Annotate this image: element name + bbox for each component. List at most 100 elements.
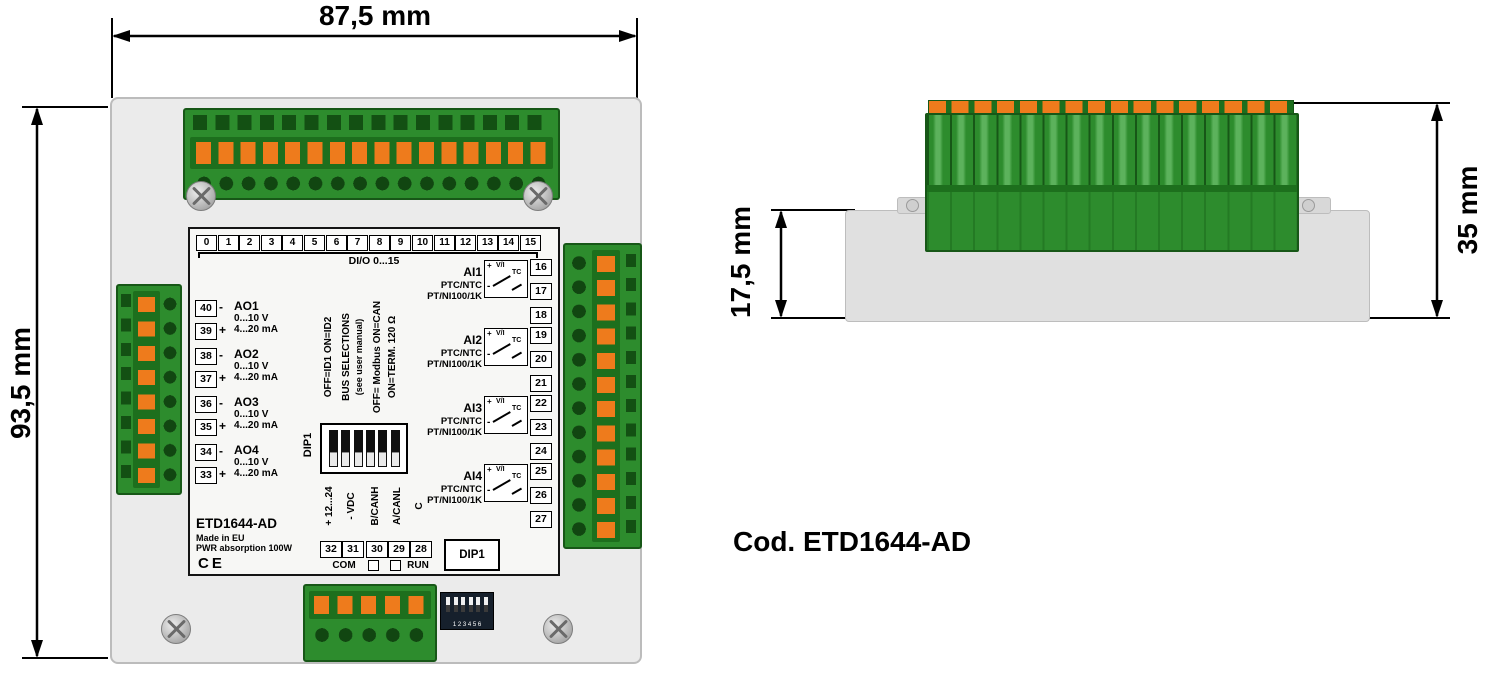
symbol-minus: - bbox=[487, 417, 491, 428]
symbol-plus: + bbox=[487, 329, 492, 338]
ao-range-amp: 4...20 mA bbox=[234, 468, 278, 479]
screw-top-right bbox=[523, 181, 553, 211]
dio-box: 13 bbox=[477, 235, 498, 251]
power-plus-label: + 12...24 bbox=[324, 486, 335, 526]
screw-holes bbox=[570, 251, 588, 541]
dip-switch-lever bbox=[354, 430, 363, 467]
ai-sensor-types: PT/NI100/1K bbox=[427, 291, 482, 302]
dip1-switch-block bbox=[320, 423, 408, 474]
terminal-box-27: 27 bbox=[530, 511, 552, 528]
ao-range-amp: 4...20 mA bbox=[234, 372, 278, 383]
dio-box: 15 bbox=[520, 235, 541, 251]
dio-box: 1 bbox=[218, 235, 239, 251]
dio-box: 5 bbox=[304, 235, 325, 251]
dip-switch-lever bbox=[446, 597, 450, 612]
terminal-box-16: 16 bbox=[530, 259, 552, 276]
dim-depth-total-arrow bbox=[1293, 102, 1450, 319]
dip1-rotated-label: DIP1 bbox=[302, 432, 314, 458]
dim-width-label: 87,5 mm bbox=[318, 0, 432, 31]
side-terminal-block bbox=[925, 113, 1299, 252]
ao-name: AO4 bbox=[234, 443, 259, 457]
sensor-symbol: + V/I TC - bbox=[484, 328, 528, 366]
rtd-slash-icon bbox=[492, 479, 511, 491]
contact-rail bbox=[592, 250, 620, 542]
dip-switch-lever bbox=[366, 430, 375, 467]
ao-range-amp: 4...20 mA bbox=[234, 420, 278, 431]
terminal-box-40: 40 bbox=[195, 300, 217, 317]
dim-width-arrow bbox=[111, 18, 638, 98]
terminal-box-31: 31 bbox=[342, 541, 364, 558]
terminal-box-25: 25 bbox=[530, 463, 552, 480]
canl-label: A/CANL bbox=[392, 487, 403, 525]
terminal-box-30: 30 bbox=[366, 541, 388, 558]
side-screw bbox=[906, 199, 919, 212]
terminal-box-21: 21 bbox=[530, 375, 552, 392]
symbol-vi: V/I bbox=[496, 262, 505, 269]
polarity-sign: + bbox=[219, 419, 227, 433]
dio-box: 9 bbox=[390, 235, 411, 251]
terminal-box-24: 24 bbox=[530, 443, 552, 460]
symbol-vi: V/I bbox=[496, 398, 505, 405]
dio-box: 12 bbox=[455, 235, 476, 251]
terminal-box-18: 18 bbox=[530, 307, 552, 324]
dip-switch-numbers: 1 2 3 4 5 6 bbox=[452, 622, 482, 628]
com-label: COM bbox=[332, 560, 356, 571]
symbol-tc: TC bbox=[512, 405, 522, 412]
orange-contacts bbox=[314, 596, 429, 614]
ai-sensor-types: PT/NI100/1K bbox=[427, 359, 482, 370]
dip-setting-id: OFF=ID1 ON=ID2 bbox=[323, 316, 334, 398]
dip-switch-lever bbox=[341, 430, 350, 467]
ai-sensor-types: PTC/NTC bbox=[440, 348, 482, 359]
symbol-plus: + bbox=[487, 261, 492, 270]
ai-name: AI4 bbox=[463, 469, 482, 483]
terminal-box-19: 19 bbox=[530, 327, 552, 344]
rtd-slash-icon bbox=[511, 419, 523, 427]
ao-range-volt: 0...10 V bbox=[234, 361, 269, 372]
symbol-minus: - bbox=[487, 281, 491, 292]
terminal-box-26: 26 bbox=[530, 487, 552, 504]
screw-holes bbox=[311, 624, 429, 646]
terminal-box-28: 28 bbox=[410, 541, 432, 558]
dip-setting-bus-2: (see user manual) bbox=[354, 318, 364, 396]
dip-switch-lever bbox=[469, 597, 473, 612]
dip1-reference-box: DIP1 bbox=[444, 539, 500, 571]
ai-sensor-types: PTC/NTC bbox=[440, 280, 482, 291]
terminal-box-38: 38 bbox=[195, 348, 217, 365]
polarity-sign: + bbox=[219, 467, 227, 481]
terminal-fins bbox=[927, 115, 1297, 185]
screw-bottom-left bbox=[161, 614, 191, 644]
run-label: RUN bbox=[407, 560, 429, 571]
terminal-box-33: 33 bbox=[195, 467, 217, 484]
dip-switch-lever bbox=[476, 597, 480, 612]
side-screw bbox=[1302, 199, 1315, 212]
canh-label: B/CANH bbox=[370, 486, 381, 526]
ai-sensor-types: PTC/NTC bbox=[440, 416, 482, 427]
orange-contacts bbox=[138, 297, 155, 486]
sensor-symbol: + V/I TC - bbox=[484, 464, 528, 502]
bottom-terminal-block bbox=[303, 584, 437, 662]
rtd-slash-icon bbox=[492, 275, 511, 287]
dim-depth-body-label: 17,5 mm bbox=[725, 205, 756, 319]
dio-box: 0 bbox=[196, 235, 217, 251]
com-led bbox=[368, 560, 379, 571]
terminal-slots bbox=[193, 115, 550, 130]
dip-switch-lever bbox=[329, 430, 338, 467]
dio-box: 2 bbox=[239, 235, 260, 251]
sensor-symbol: + V/I TC - bbox=[484, 260, 528, 298]
ao-name: AO2 bbox=[234, 347, 259, 361]
polarity-sign: + bbox=[219, 323, 227, 337]
polarity-sign: - bbox=[219, 348, 223, 362]
label-panel: 0 1 2 3 4 5 6 7 8 9 10 11 12 13 14 15 DI… bbox=[188, 227, 560, 576]
terminal-rail bbox=[927, 185, 1297, 192]
terminal-box-29: 29 bbox=[388, 541, 410, 558]
symbol-tc: TC bbox=[512, 337, 522, 344]
ao-name: AO3 bbox=[234, 395, 259, 409]
orange-contacts bbox=[196, 142, 551, 164]
ai-sensor-types: PT/NI100/1K bbox=[427, 495, 482, 506]
symbol-minus: - bbox=[487, 485, 491, 496]
polarity-sign: - bbox=[219, 300, 223, 314]
dio-box: 3 bbox=[261, 235, 282, 251]
ao-range-volt: 0...10 V bbox=[234, 457, 269, 468]
ao-range-volt: 0...10 V bbox=[234, 313, 269, 324]
